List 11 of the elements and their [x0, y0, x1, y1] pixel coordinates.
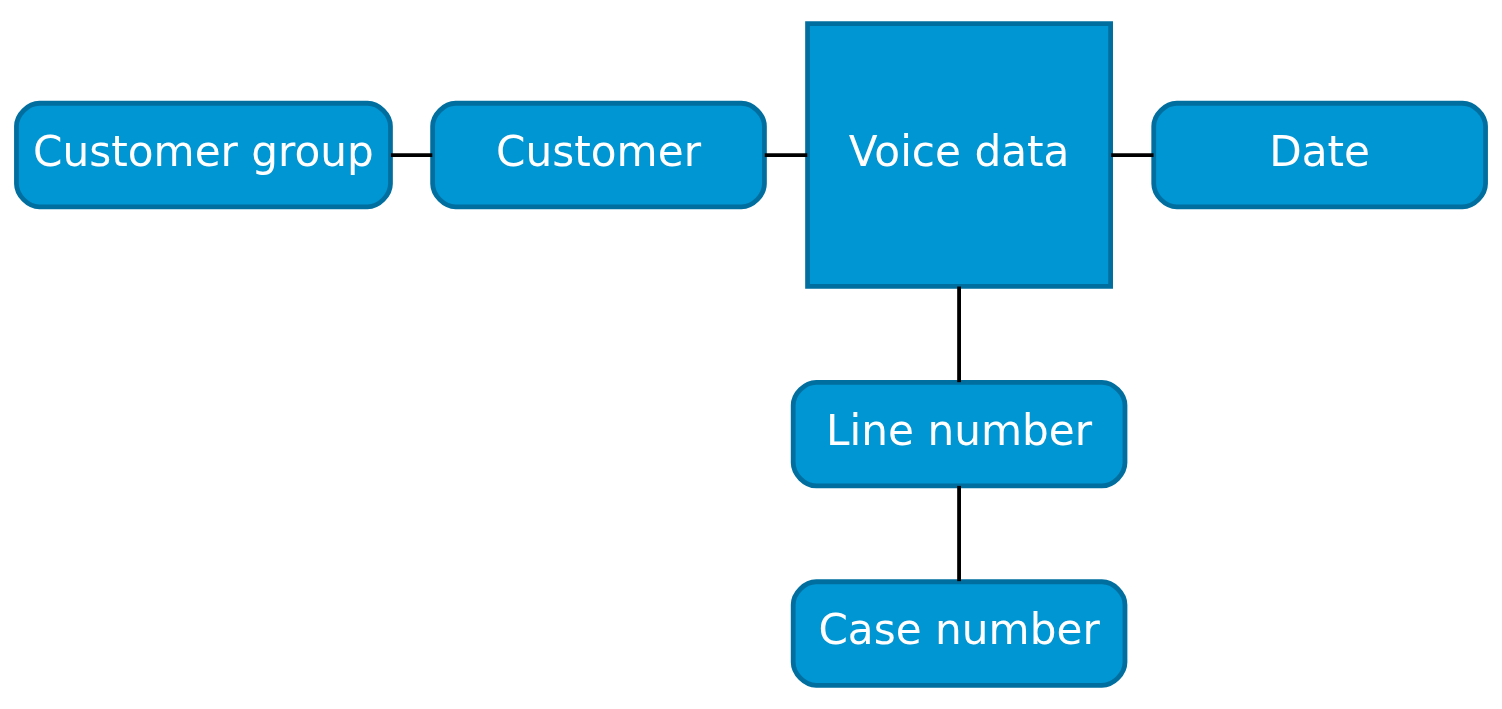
- node-box: Customer: [430, 100, 767, 210]
- connector: [957, 485, 961, 582]
- connector: [764, 153, 808, 157]
- node-box: Voice data: [805, 21, 1113, 289]
- connector: [390, 153, 433, 157]
- node-box: Case number: [790, 579, 1128, 688]
- node-box: Line number: [790, 379, 1128, 489]
- node-box: Date: [1151, 100, 1488, 210]
- connector: [957, 286, 961, 383]
- node-box: Customer group: [14, 100, 393, 210]
- connector: [1111, 153, 1154, 157]
